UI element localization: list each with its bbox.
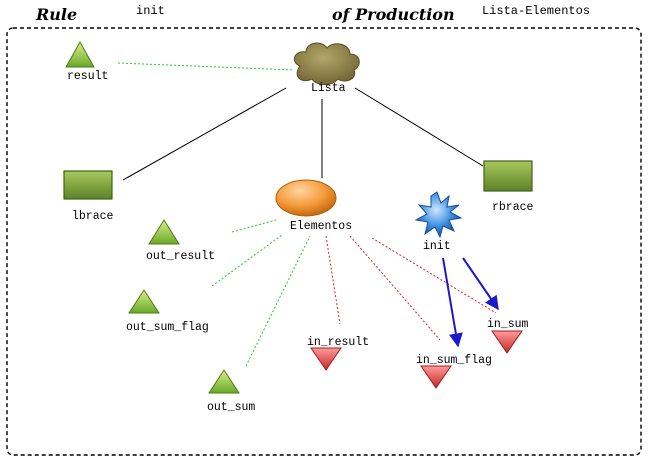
- link-result-lista: [117, 62, 295, 71]
- arrow-init-in-sum: [462, 257, 499, 311]
- in-result-triangle-icon: [310, 347, 342, 371]
- init-label: init: [423, 240, 451, 253]
- rule-frame: [6, 27, 642, 456]
- rbrace-label: rbrace: [492, 201, 534, 214]
- rbrace-box: [483, 160, 533, 192]
- in-sum-flag-label: in_sum_flag: [416, 354, 492, 367]
- link-elementos-in-result: [325, 235, 341, 325]
- elementos-label: Elementos: [290, 220, 352, 233]
- lbrace-box: [63, 170, 113, 200]
- result-label: result: [67, 70, 108, 83]
- in-sum-triangle-icon: [491, 330, 523, 354]
- in-result-label: in_result: [307, 336, 369, 349]
- out-result-triangle-icon: [148, 219, 180, 245]
- lbrace-label: lbrace: [72, 210, 114, 223]
- link-elementos-out-sum-flag: [211, 234, 283, 287]
- production-name: Lista-Elementos: [482, 4, 591, 18]
- link-elementos-out-sum: [245, 235, 311, 367]
- lista-label: Lista: [311, 82, 346, 95]
- link-elementos-in-sum-flag: [349, 235, 441, 341]
- elementos-ellipse: [275, 179, 337, 217]
- link-elementos-in-sum: [371, 237, 497, 314]
- out-sum-flag-triangle-icon: [128, 289, 160, 314]
- in-sum-flag-triangle-icon: [420, 365, 452, 389]
- out-sum-label: out_sum: [207, 401, 255, 414]
- out-sum-triangle-icon: [208, 369, 240, 394]
- rule-label: Rule: [36, 5, 78, 24]
- lista-cloud-icon: [293, 42, 360, 86]
- rule-name: init: [136, 4, 165, 18]
- out-sum-flag-label: out_sum_flag: [126, 321, 209, 334]
- in-sum-label: in_sum: [487, 318, 529, 331]
- out-result-label: out_result: [146, 250, 215, 263]
- link-elementos-out-result: [231, 219, 277, 233]
- edge-lista-lbrace: [122, 87, 287, 181]
- production-label: of Production: [332, 5, 455, 24]
- arrow-init-in-sum-flag: [442, 257, 463, 348]
- result-triangle-icon: [65, 40, 95, 68]
- edge-lista-rbrace: [354, 87, 484, 167]
- init-star-icon: [414, 191, 463, 239]
